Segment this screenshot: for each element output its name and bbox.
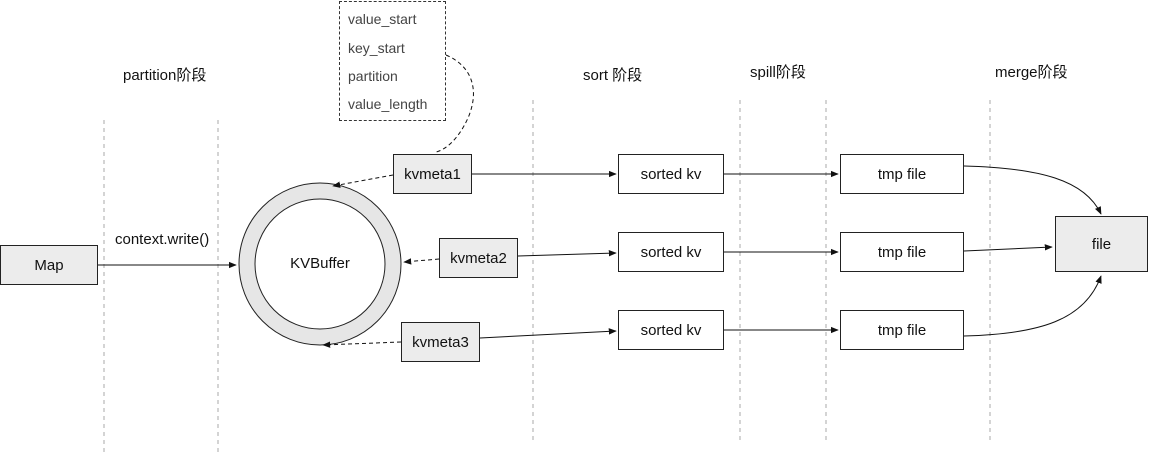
tmp-file-node-2: tmp file — [840, 232, 964, 272]
kvmeta2-node: kvmeta2 — [439, 238, 518, 278]
kvmeta1-to-buffer-arrow — [332, 174, 394, 188]
phase-label-sort: sort 阶段 — [583, 67, 643, 84]
sorted-kv-node-2: sorted kv — [618, 232, 724, 272]
kvmeta1-node: kvmeta1 — [393, 154, 472, 194]
kvbuffer-label: KVBuffer — [290, 255, 350, 272]
kvmeta3-node: kvmeta3 — [401, 322, 480, 362]
kvmeta2-to-sorted-arrow — [517, 250, 617, 257]
map-node: Map — [0, 245, 98, 285]
meta-field-partition: partition — [348, 68, 398, 84]
meta-field-key-start: key_start — [348, 40, 405, 56]
phase-separators — [103, 100, 991, 456]
kvmeta3-to-buffer-arrow — [322, 341, 402, 348]
context-write-label: context.write() — [115, 231, 210, 248]
sorted-kv-node-3: sorted kv — [618, 310, 724, 350]
kvbuffer-inner-ring — [254, 198, 386, 330]
meta-field-value-length: value_length — [348, 96, 428, 112]
phase-label-spill: spill阶段 — [750, 64, 806, 81]
tmp-file-node-1: tmp file — [840, 154, 964, 194]
tmp1-to-file-arrow — [963, 165, 1102, 215]
sorted-kv-node-1: sorted kv — [618, 154, 724, 194]
tmp-file-node-3: tmp file — [840, 310, 964, 350]
meta-panel-connector — [435, 54, 474, 153]
kvmeta-fields-panel: value_start key_start partition value_le… — [339, 1, 446, 121]
tmp2-to-file-arrow — [963, 244, 1053, 252]
merged-file-node: file — [1055, 216, 1148, 272]
tmp3-to-file-arrow — [963, 275, 1102, 337]
kvmeta3-to-sorted-arrow — [479, 328, 617, 339]
phase-label-partition: partition阶段 — [123, 67, 207, 84]
phase-label-merge: merge阶段 — [995, 64, 1068, 81]
kvmeta2-to-buffer-arrow — [403, 258, 440, 265]
meta-field-value-start: value_start — [348, 11, 417, 27]
